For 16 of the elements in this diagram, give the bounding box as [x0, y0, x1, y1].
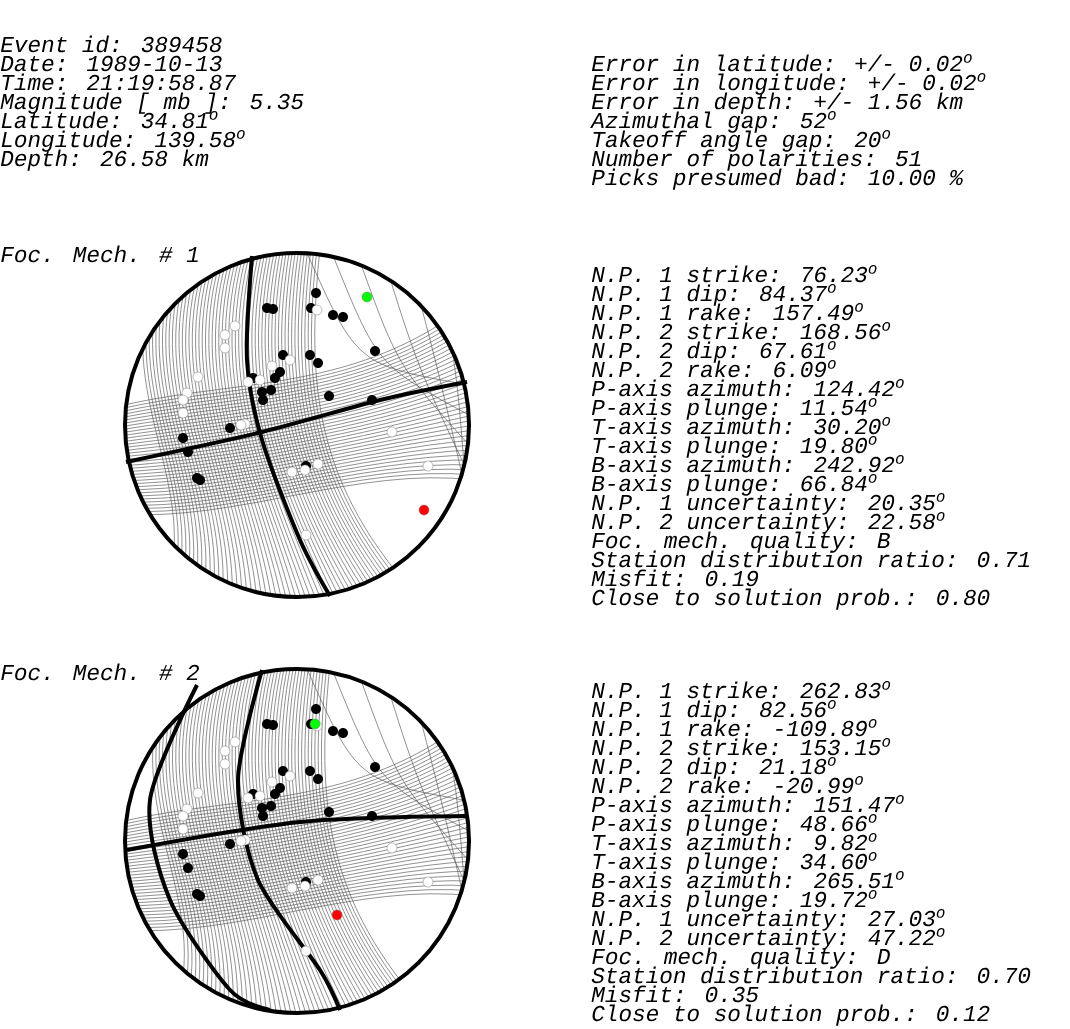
info-text: N.P. 1 strike: 262.83$^{o}$ [591, 681, 891, 699]
info-text: P-axis azimuth: 124.42$^{o}$ [591, 379, 904, 397]
info-text: Time: 21:19:58.87 [2, 73, 236, 91]
info-text: Foc. Mech. # 2 [1, 663, 199, 681]
info-text: Close to solution prob.: 0.12 [592, 1004, 990, 1026]
info-text: Misfit: 0.35 [591, 985, 759, 1003]
info-text: N.P. 1 strike: 76.23$^{o}$ [591, 265, 877, 283]
info-text: N.P. 2 strike: 168.56$^{o}$ [591, 322, 891, 340]
info-text: Event id: 389458 [0, 35, 222, 53]
info-text: Misfit: 0.19 [591, 569, 759, 587]
info-text: Close to solution prob.: 0.80 [592, 588, 990, 610]
info-text: Foc. Mech. # 1 [1, 245, 198, 263]
info-text: N.P. 2 strike: 153.15$^{o}$ [591, 738, 891, 756]
info-text: Date: 1989-10-13 [0, 55, 222, 72]
info-text: Error in latitude: +/- 0.02$^{o}$ [591, 54, 972, 72]
info-text: P-axis azimuth: 151.47$^{o}$ [591, 795, 904, 813]
